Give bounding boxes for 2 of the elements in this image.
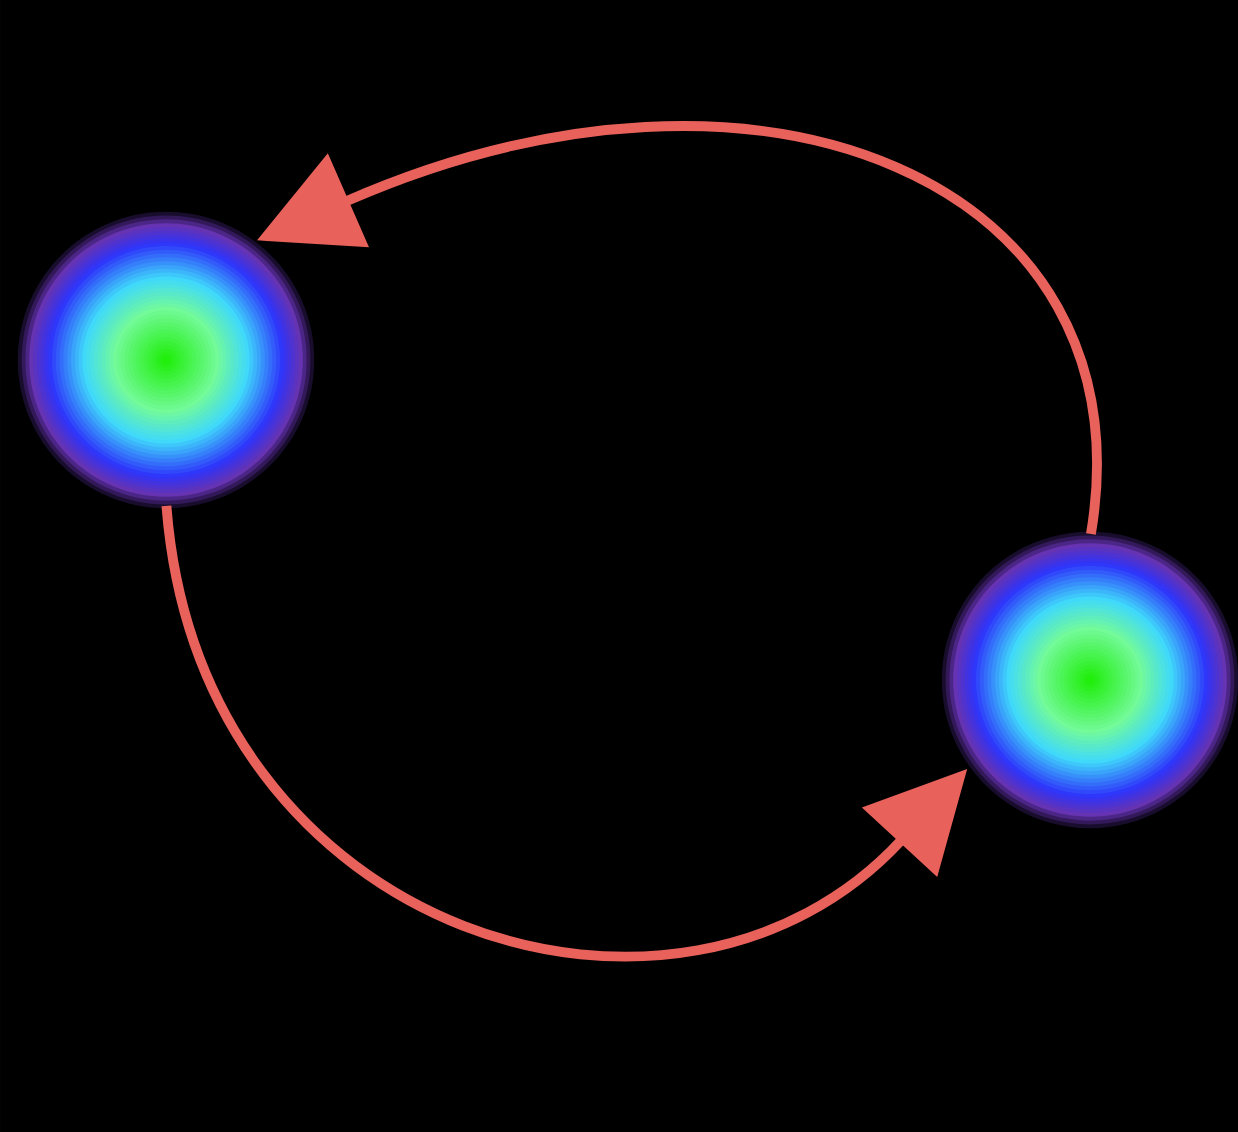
glowing-circle xyxy=(14,208,318,512)
glowing-circle xyxy=(938,528,1238,832)
